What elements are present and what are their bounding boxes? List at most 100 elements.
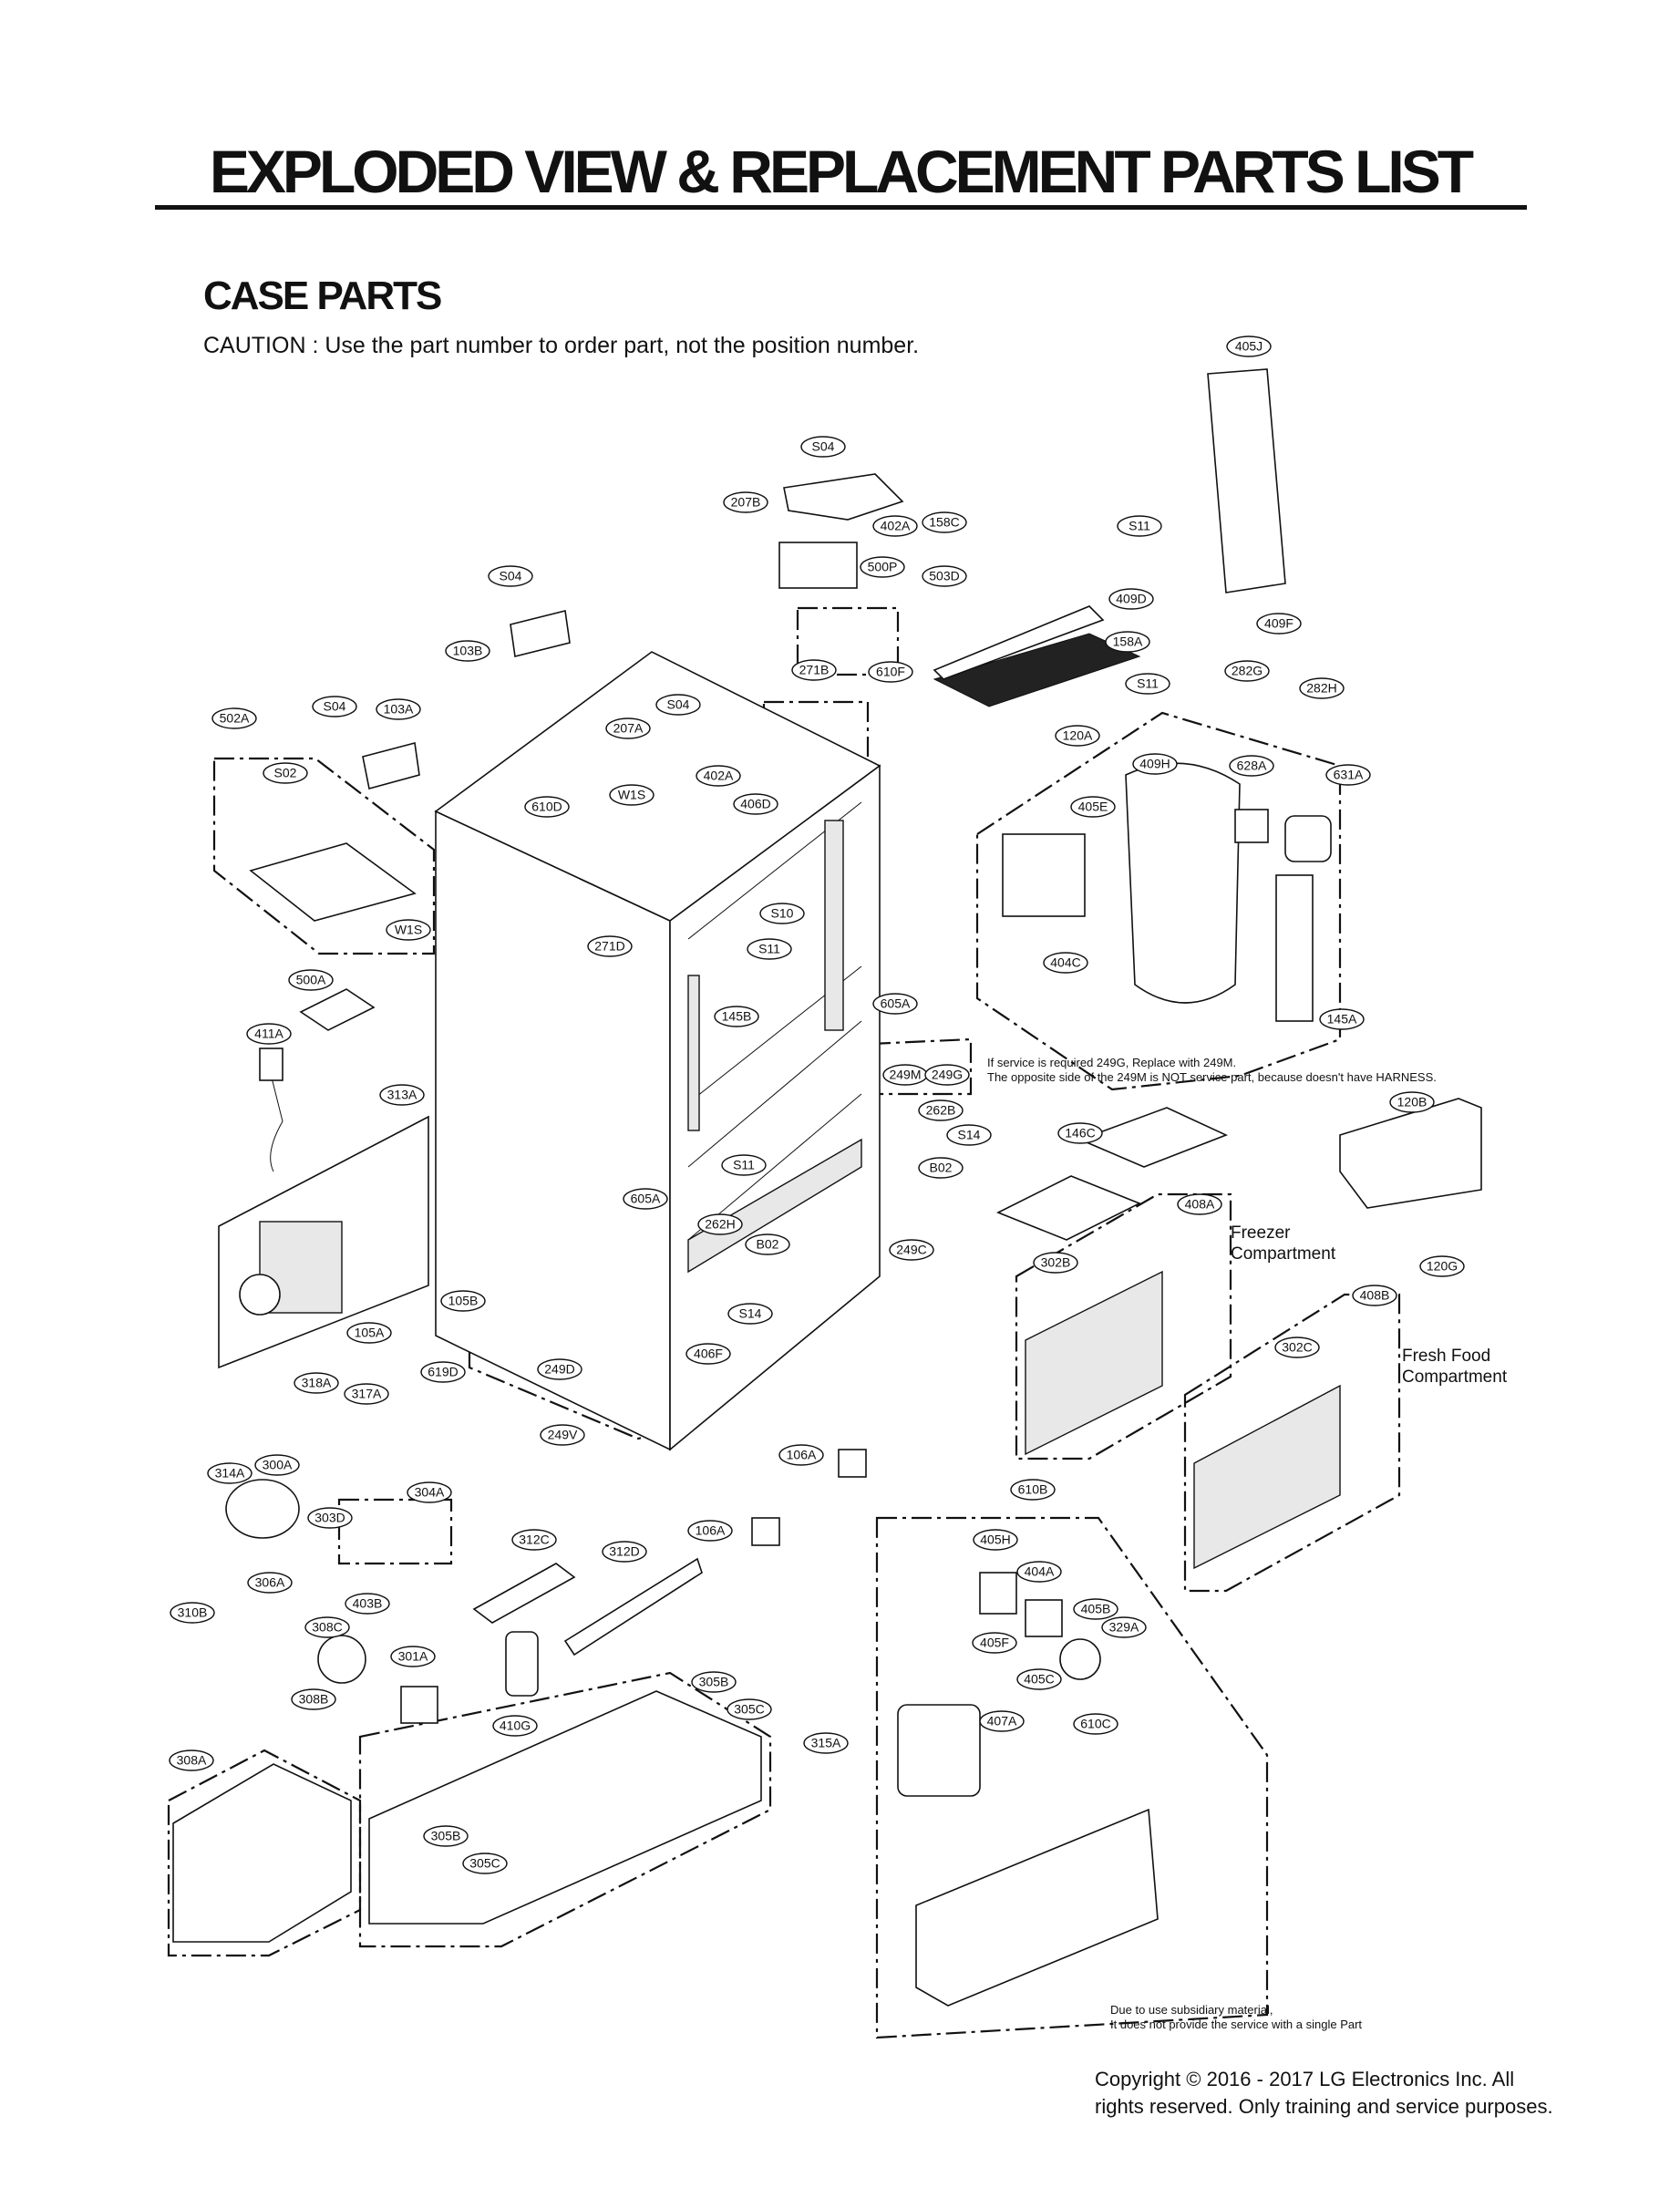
callout-label: 605A: [881, 996, 911, 1011]
fresh-food-label-line-2: Compartment: [1402, 1368, 1508, 1387]
callout-120a: 120A: [1055, 725, 1100, 747]
hinge-103a: [362, 741, 420, 790]
callout-balloon: [1352, 1285, 1397, 1306]
callout-label: 310B: [178, 1605, 208, 1620]
callout-balloon: [803, 1732, 849, 1754]
callout-balloon: [524, 796, 570, 818]
callout-label: 631A: [1334, 768, 1364, 782]
callout-balloon: [407, 1481, 452, 1503]
callout-label: 313A: [387, 1088, 417, 1102]
callout-label: 305C: [734, 1702, 764, 1717]
callout-label: S04: [667, 697, 690, 712]
callout-label: 402A: [881, 519, 911, 533]
callout-balloon: [537, 1358, 582, 1380]
callout-120g: 120G: [1419, 1255, 1465, 1277]
leveler-106a: [838, 1449, 867, 1478]
callout-balloon: [721, 1154, 767, 1176]
callout-balloon: [211, 707, 257, 729]
callout-balloon: [420, 1361, 466, 1383]
callout-label: 271D: [594, 939, 624, 954]
callout-balloon: [170, 1602, 215, 1624]
callout-balloon: [697, 1213, 743, 1235]
callout-120b: 120B: [1389, 1091, 1435, 1113]
copyright-line-1: Copyright © 2016 - 2017 LG Electronics I…: [1095, 2068, 1515, 2090]
callout-label: 207B: [731, 495, 761, 510]
subsidiary-note-line-1: Due to use subsidiary material,: [1110, 2003, 1273, 2017]
callout-balloon: [312, 696, 357, 717]
callout-label: 405F: [980, 1636, 1009, 1650]
callout-balloon: [511, 1529, 557, 1551]
callout-label: 411A: [254, 1027, 283, 1041]
callout-label: S04: [500, 569, 522, 583]
callout-label: 308C: [312, 1620, 342, 1635]
callout-balloon: [922, 565, 967, 587]
cabinet-left-side: [435, 810, 671, 1451]
callout-158a: 158A: [1105, 631, 1150, 653]
cover-120b: [1339, 1098, 1482, 1209]
callout-label: 500P: [868, 560, 898, 574]
group-502a: [212, 757, 436, 955]
callout-label: 405B: [1081, 1602, 1111, 1616]
callout-411a: 411A: [246, 1023, 292, 1045]
hinge-103b: [510, 610, 571, 657]
callout-balloon: [1132, 753, 1178, 775]
callout-label: 145B: [722, 1009, 752, 1024]
callout-balloon: [872, 515, 918, 537]
callout-balloon: [263, 762, 308, 784]
callout-balloon: [288, 969, 334, 991]
capacitor-410g: [505, 1631, 539, 1697]
callout-balloon: [609, 784, 654, 806]
service-note-line-1: If service is required 249G, Replace wit…: [987, 1056, 1237, 1069]
callout-label: 405C: [1024, 1672, 1054, 1687]
group-303d: [337, 1498, 453, 1565]
callout-label: 610B: [1018, 1482, 1048, 1497]
callout-label: 610C: [1080, 1717, 1110, 1731]
service-note: If service is required 249G, Replace wit…: [987, 1056, 1437, 1085]
callout-s11: S11: [747, 938, 792, 960]
callout-balloon: [1319, 1008, 1365, 1030]
callout-balloon: [1070, 796, 1116, 818]
callout-balloon: [727, 1303, 773, 1325]
callout-balloon: [791, 659, 837, 681]
callout-628a: 628A: [1229, 755, 1274, 777]
callout-103a: 103A: [376, 698, 421, 720]
callout-label: 106A: [696, 1523, 726, 1538]
tray-502a: [249, 842, 417, 922]
vertical-cover-145a: [1275, 874, 1314, 1022]
group-249d: [468, 1256, 672, 1440]
callout-405b: 405B: [1073, 1598, 1118, 1620]
caution-text: CAUTION : Use the part number to order p…: [203, 333, 920, 358]
callout-label: 304A: [415, 1485, 445, 1500]
callout-w1s: W1S: [386, 919, 431, 941]
subsidiary-note-line-2: It does not provide the service with a s…: [1110, 2018, 1363, 2031]
callout-balloon: [778, 1444, 824, 1466]
callout-label: 302B: [1041, 1255, 1071, 1270]
callout-402a: 402A: [872, 515, 918, 537]
callout-s11: S11: [1125, 673, 1170, 695]
callout-408a: 408A: [1177, 1193, 1222, 1215]
callout-label: 105B: [448, 1294, 479, 1308]
fan-405c: [1059, 1638, 1101, 1680]
callout-label: 405H: [980, 1533, 1010, 1547]
callout-403b: 403B: [345, 1593, 390, 1615]
callout-balloon: [1105, 631, 1150, 653]
callout-502a: 502A: [211, 707, 257, 729]
housing-405h: [979, 1572, 1017, 1615]
callout-label: 303D: [314, 1511, 345, 1525]
freezer-label-line-1: Freezer: [1231, 1223, 1291, 1243]
cover-628a: [1234, 809, 1269, 843]
callout-balloon: [390, 1646, 436, 1667]
callout-105a: 105A: [346, 1322, 392, 1344]
callout-label: 312C: [519, 1533, 549, 1547]
callout-label: 610D: [531, 800, 562, 814]
callout-315a: 315A: [803, 1732, 849, 1754]
refrigerator-cabinet: [434, 651, 881, 1451]
callout-balloon: [860, 556, 905, 578]
callout-631a: 631A: [1325, 764, 1371, 786]
callout-label: 249C: [896, 1243, 926, 1257]
callout-balloon: [1325, 764, 1371, 786]
callout-label: 500A: [296, 973, 326, 987]
callout-label: 302C: [1282, 1340, 1312, 1355]
